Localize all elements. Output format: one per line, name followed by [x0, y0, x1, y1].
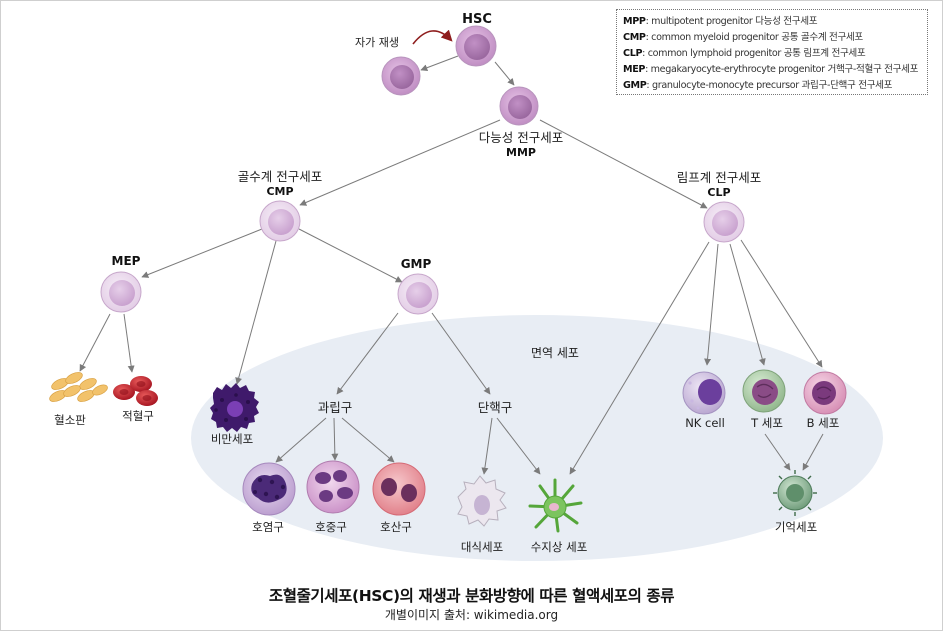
- arrow-granulocyte-to-neutrophil: [331, 417, 339, 461]
- abbreviation-legend: MPP: multipotent progenitor 다능성 전구세포 CMP…: [616, 9, 928, 95]
- t-cell-label: T 세포: [750, 416, 783, 430]
- eosinophil-cell: [372, 462, 426, 516]
- rbc-cells: [113, 376, 158, 406]
- neutrophil-label: 호중구: [315, 520, 347, 534]
- arrow-bcell-to-memory: [802, 433, 824, 471]
- mep-label: MEP: [112, 254, 141, 268]
- legend-text: : common myeloid progenitor 공통 골수계 전구세포: [645, 32, 864, 43]
- arrow-cmp-to-mast: [235, 240, 277, 385]
- macrophage-cell: [457, 475, 507, 527]
- arrow-cmp-to-mep: [141, 228, 263, 278]
- legend-row-clp: CLP: common lymphoid progenitor 공통 림프계 전…: [623, 46, 921, 62]
- clp-korean-label: 림프계 전구세포: [677, 170, 761, 185]
- legend-text: : common lymphoid progenitor 공통 림프계 전구세포: [642, 48, 866, 59]
- arrow-clp-to-dendritic: [569, 241, 710, 475]
- arrow-gmp-to-granulocyte: [336, 312, 399, 395]
- legend-abbr: MPP: [623, 16, 646, 27]
- basophil-label: 호염구: [252, 520, 284, 534]
- arrow-hsc-to-self: [420, 55, 459, 72]
- hsc-self-renewed-cell: [381, 56, 421, 96]
- dendritic-cell: [528, 478, 583, 533]
- b-cell: [803, 371, 847, 415]
- arrow-granulocyte-to-eosinophil: [341, 417, 395, 463]
- legend-row-cmp: CMP: common myeloid progenitor 공통 골수계 전구…: [623, 30, 921, 46]
- gmp-label: GMP: [401, 257, 432, 271]
- platelet-cells: [49, 372, 108, 402]
- mast-cell-label: 비만세포: [211, 432, 253, 446]
- granulocyte-label: 과립구: [318, 400, 353, 415]
- immune-region-label: 면역 세포: [531, 346, 579, 360]
- image-source: 개별이미지 출처: wikimedia.org: [384, 608, 559, 622]
- legend-row-gmp: GMP: granulocyte-monocyte precursor 과립구-…: [623, 78, 921, 94]
- arrow-mpp-to-cmp: [299, 119, 501, 206]
- gmp-cell: [397, 273, 439, 315]
- arrow-clp-to-tcell: [729, 243, 766, 366]
- mpp-korean-label: 다능성 전구세포: [479, 130, 563, 145]
- eosinophil-label: 호산구: [380, 520, 412, 534]
- dendritic-label: 수지상 세포: [531, 540, 588, 554]
- neutrophil-cell: [306, 460, 360, 514]
- monocyte-label: 단핵구: [478, 400, 513, 415]
- self-renewal-arrow: [412, 29, 453, 45]
- b-cell-label: B 세포: [807, 416, 840, 430]
- arrow-hsc-to-mpp: [494, 61, 515, 86]
- clp-cell: [703, 201, 745, 243]
- arrow-clp-to-bcell: [740, 239, 823, 368]
- legend-text: : megakaryocyte-erythrocyte progenitor 거…: [645, 64, 919, 75]
- legend-abbr: GMP: [623, 80, 647, 91]
- arrow-mep-to-rbc: [123, 313, 135, 373]
- platelet-label: 혈소판: [54, 413, 86, 427]
- arrow-clp-to-nk: [704, 243, 719, 366]
- cmp-label: CMP: [266, 185, 293, 198]
- nk-cell: [682, 371, 726, 415]
- legend-abbr: CMP: [623, 32, 646, 43]
- arrow-gmp-to-monocyte: [431, 312, 491, 395]
- t-cell: [742, 369, 786, 413]
- nk-cell-label: NK cell: [685, 416, 725, 430]
- hsc-cell: [455, 25, 497, 67]
- legend-text: : granulocyte-monocyte precursor 과립구-단핵구…: [646, 80, 893, 91]
- arrow-monocyte-to-macrophage: [481, 417, 493, 475]
- arrow-mep-to-platelet: [79, 313, 111, 372]
- macrophage-label: 대식세포: [461, 540, 503, 554]
- legend-abbr: CLP: [623, 48, 643, 59]
- basophil-cell: [242, 462, 296, 516]
- arrow-cmp-to-gmp: [298, 228, 403, 283]
- arrow-mpp-to-clp: [539, 119, 708, 209]
- cmp-korean-label: 골수계 전구세포: [238, 169, 322, 184]
- mep-cell: [100, 271, 142, 313]
- cmp-cell: [259, 200, 301, 242]
- rbc-label: 적혈구: [122, 409, 154, 423]
- clp-label: CLP: [707, 186, 730, 199]
- arrow-granulocyte-to-basophil: [275, 417, 327, 463]
- arrow-monocyte-to-dendritic: [496, 417, 541, 475]
- mast-cell: [210, 383, 259, 432]
- memory-cell: [773, 470, 817, 516]
- self-renewal-label: 자가 재생: [355, 36, 399, 49]
- legend-abbr: MEP: [623, 64, 646, 75]
- mpp-label: MMP: [506, 146, 536, 159]
- legend-row-mpp: MPP: multipotent progenitor 다능성 전구세포: [623, 14, 921, 30]
- differentiation-arrows: [79, 55, 824, 475]
- memory-cell-label: 기억세포: [775, 520, 817, 534]
- arrow-tcell-to-memory: [764, 433, 791, 471]
- legend-text: : multipotent progenitor 다능성 전구세포: [645, 16, 818, 27]
- figure-caption: 조혈줄기세포(HSC)의 재생과 분화방향에 따른 혈액세포의 종류: [268, 587, 675, 605]
- hsc-label: HSC: [462, 12, 492, 27]
- mpp-cell: [499, 86, 539, 126]
- legend-row-mep: MEP: megakaryocyte-erythrocyte progenito…: [623, 62, 921, 78]
